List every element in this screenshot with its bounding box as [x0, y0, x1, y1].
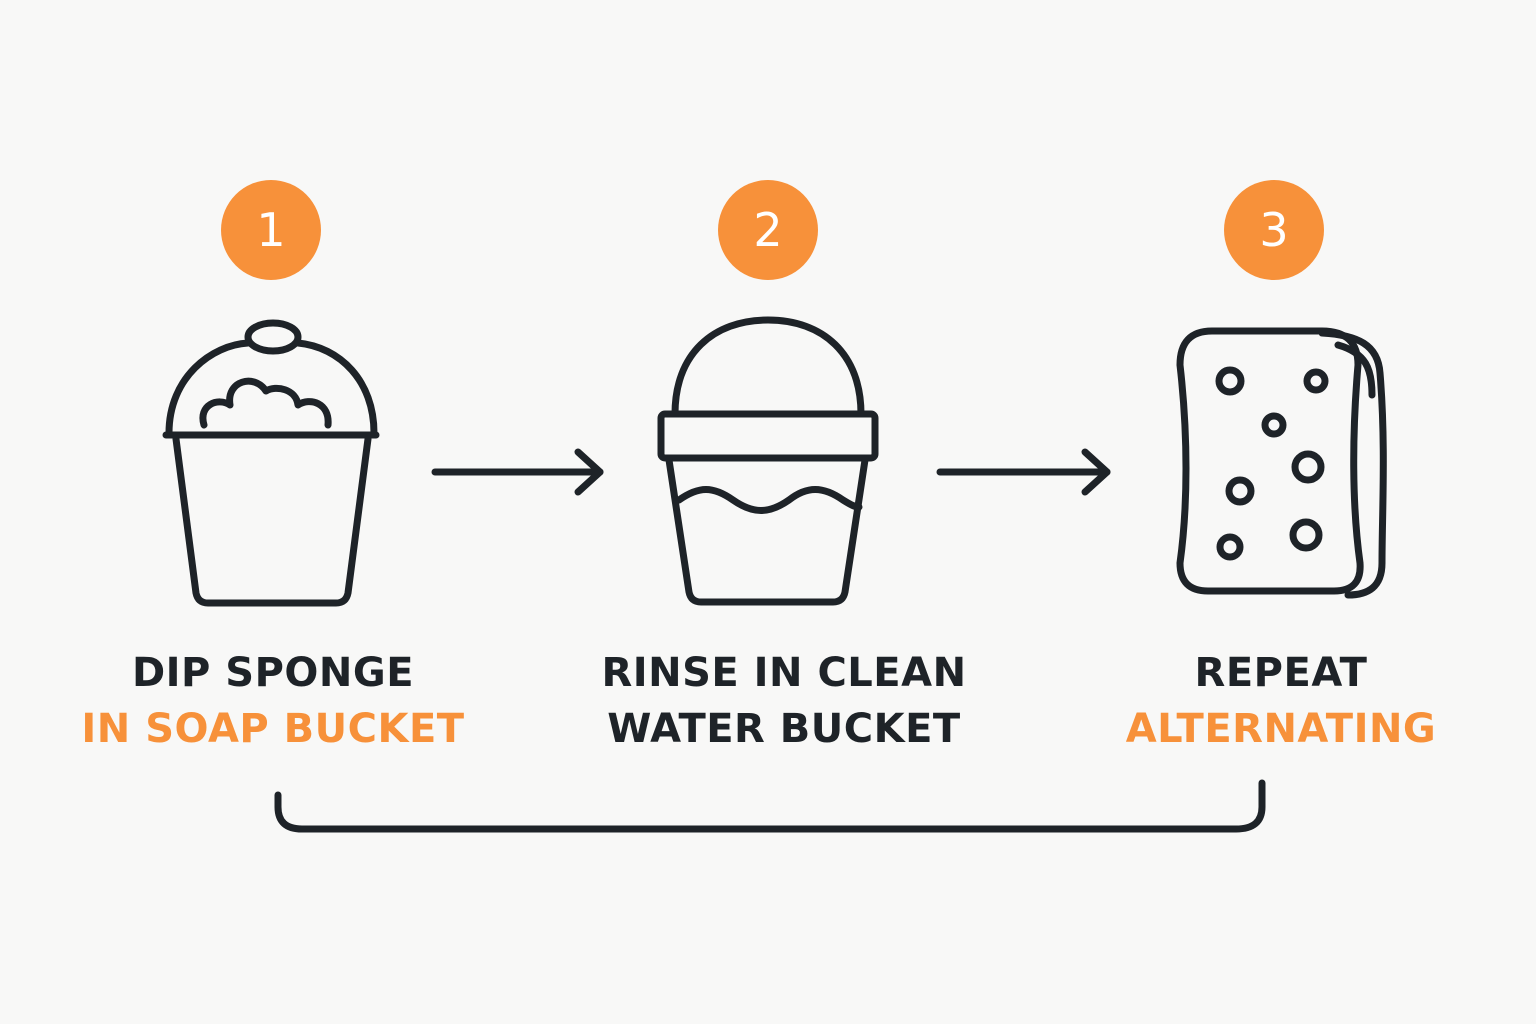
step-3-caption: REPEAT ALTERNATING — [1001, 645, 1536, 757]
step-3-badge: 3 — [1224, 180, 1324, 280]
sponge-icon — [1176, 327, 1387, 599]
step-2-caption-line-1: RINSE IN CLEAN — [601, 650, 967, 696]
step-3-caption-line-2: ALTERNATING — [1125, 706, 1437, 752]
step-2-caption-line-2: WATER BUCKET — [607, 706, 961, 752]
step-2-badge: 2 — [718, 180, 818, 280]
step-1-caption-line-2: IN SOAP BUCKET — [81, 706, 465, 752]
water-bucket-icon — [657, 316, 879, 606]
step-1-caption: DIP SPONGE IN SOAP BUCKET — [0, 645, 553, 757]
soap-bucket-icon — [162, 319, 380, 607]
step-3-caption-line-1: REPEAT — [1194, 650, 1368, 696]
arrow-right-icon — [431, 448, 604, 496]
step-2-caption: RINSE IN CLEAN WATER BUCKET — [504, 645, 1064, 757]
step-1-badge: 1 — [221, 180, 321, 280]
step-1-caption-line-1: DIP SPONGE — [131, 650, 415, 696]
loop-bracket-icon — [274, 779, 1266, 833]
arrow-right-icon — [936, 448, 1111, 496]
